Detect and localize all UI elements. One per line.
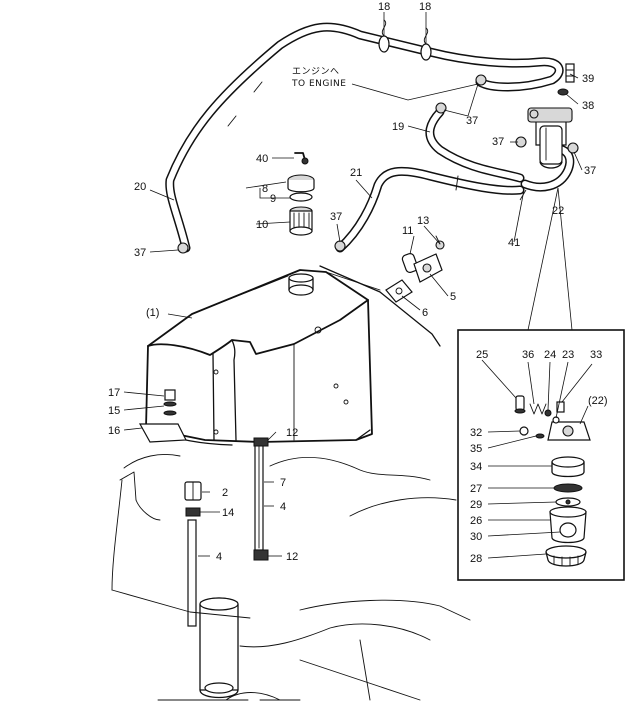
label-5: 5 bbox=[450, 291, 456, 303]
label-9: 9 bbox=[270, 193, 276, 205]
label-25: 25 bbox=[476, 349, 488, 361]
bolt-25 bbox=[514, 395, 526, 414]
plug-11 bbox=[401, 253, 419, 273]
label-40: 40 bbox=[256, 153, 268, 165]
hose-return bbox=[520, 143, 575, 192]
label-24: 24 bbox=[544, 349, 556, 361]
hose-21 bbox=[335, 166, 525, 253]
ring-nut-28 bbox=[545, 545, 587, 567]
label-4b: 4 bbox=[216, 551, 222, 563]
element-29 bbox=[555, 497, 581, 507]
label-36: 36 bbox=[522, 349, 534, 361]
spring-36 bbox=[529, 403, 547, 415]
label-16: 16 bbox=[108, 425, 120, 437]
part-labels: 18 18 39 38 37 37 37 19 40 8 9 10 20 37 … bbox=[108, 1, 608, 565]
hose-clamp-37 bbox=[177, 74, 579, 254]
label-11: 11 bbox=[402, 225, 413, 237]
label-22-inset: (22) bbox=[588, 395, 608, 407]
label-32: 32 bbox=[470, 427, 482, 439]
label-2: 2 bbox=[222, 487, 228, 499]
label-12a: 12 bbox=[286, 427, 298, 439]
to-engine-note: エンジンへ TO ENGINE bbox=[291, 67, 479, 101]
valve-2 bbox=[184, 481, 202, 501]
bolt-13 bbox=[435, 235, 445, 250]
label-26: 26 bbox=[470, 515, 482, 527]
inset-detail-box bbox=[457, 187, 625, 581]
plug-32 bbox=[519, 426, 529, 436]
clamp-14 bbox=[185, 507, 201, 517]
label-15: 15 bbox=[108, 405, 120, 417]
label-12b: 12 bbox=[286, 551, 298, 563]
label-20: 20 bbox=[134, 181, 146, 193]
label-22: 22 bbox=[552, 205, 564, 217]
label-30: 30 bbox=[470, 531, 482, 543]
machine-frame bbox=[111, 454, 471, 701]
drain-plug-17 bbox=[163, 389, 177, 416]
level-gauge-5 bbox=[413, 253, 443, 283]
pipe-4 bbox=[187, 519, 197, 627]
strainer-10 bbox=[289, 206, 313, 236]
label-37b: 37 bbox=[492, 136, 504, 148]
o-ring-27 bbox=[553, 483, 583, 493]
hose-19 bbox=[425, 107, 525, 183]
label-7: 7 bbox=[280, 477, 286, 489]
label-14: 14 bbox=[222, 507, 234, 519]
label-6: 6 bbox=[422, 307, 428, 319]
label-17: 17 bbox=[108, 387, 120, 399]
label-23: 23 bbox=[562, 349, 574, 361]
label-35: 35 bbox=[470, 443, 482, 455]
label-29: 29 bbox=[470, 499, 482, 511]
washer-35 bbox=[535, 433, 545, 439]
label-28: 28 bbox=[470, 553, 482, 565]
label-34: 34 bbox=[470, 461, 482, 473]
fuel-tank-1 bbox=[145, 265, 441, 446]
label-33: 33 bbox=[590, 349, 602, 361]
label-38: 38 bbox=[582, 100, 594, 112]
hose-20 bbox=[165, 22, 564, 253]
label-21: 21 bbox=[350, 167, 362, 179]
clamp-12 bbox=[253, 437, 269, 561]
filter-head-22 bbox=[547, 421, 591, 441]
float-30 bbox=[559, 522, 577, 538]
leader-lines bbox=[123, 12, 593, 559]
bracket-16 bbox=[138, 423, 187, 443]
ball-24 bbox=[544, 409, 552, 417]
label-27: 27 bbox=[470, 483, 482, 495]
label-13: 13 bbox=[417, 215, 429, 227]
bolt-39 bbox=[565, 63, 575, 83]
label-1: (1) bbox=[146, 307, 159, 319]
label-4a: 4 bbox=[280, 501, 286, 513]
gasket-9 bbox=[289, 192, 313, 202]
label-37c: 37 bbox=[584, 165, 596, 177]
label-10: 10 bbox=[256, 219, 268, 231]
filler-cap-8 bbox=[287, 174, 315, 193]
level-tube-7 bbox=[254, 439, 264, 551]
label-18a: 18 bbox=[378, 1, 390, 13]
label-41: 41 bbox=[508, 237, 520, 249]
label-37d: 37 bbox=[134, 247, 146, 259]
label-37a: 37 bbox=[466, 115, 478, 127]
label-37e: 37 bbox=[330, 211, 342, 223]
bolt-33 bbox=[556, 401, 565, 413]
breather-40 bbox=[294, 152, 309, 165]
label-19: 19 bbox=[392, 121, 404, 133]
label-8: 8 bbox=[262, 183, 268, 195]
gasket-6 bbox=[385, 279, 413, 303]
note-japanese: エンジンへ bbox=[292, 67, 340, 77]
fuel-filter-assembly-22 bbox=[527, 107, 573, 169]
washer-38 bbox=[557, 88, 569, 96]
label-18b: 18 bbox=[419, 1, 431, 13]
note-english: TO ENGINE bbox=[291, 79, 346, 89]
ring-34 bbox=[551, 456, 585, 478]
label-39: 39 bbox=[582, 73, 594, 85]
